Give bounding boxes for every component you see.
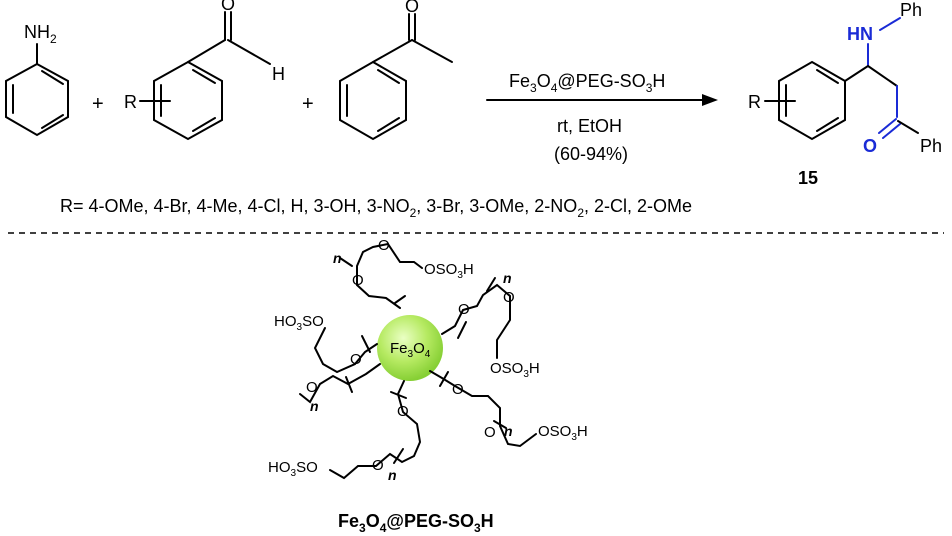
condition-yield: (60-94%) xyxy=(554,144,628,164)
chain1-end: OSO3H xyxy=(424,261,474,281)
aniline: NH2 xyxy=(5,22,69,137)
substituent-list: R= 4-OMe, 4-Br, 4-Me, 4-Cl, H, 3-OH, 3-N… xyxy=(60,196,692,220)
chain5-oxygen-b: O xyxy=(372,457,384,474)
product-phenyl-2: Ph xyxy=(920,136,942,156)
chain4-oxygen: O xyxy=(306,379,318,396)
product-amine-nh: HN xyxy=(847,24,873,44)
aniline-amine-label: NH2 xyxy=(24,22,57,46)
chain6-n: n xyxy=(504,423,513,439)
chain2-oxygen-a: O xyxy=(458,301,470,318)
core-label: Fe3O4 xyxy=(390,340,431,360)
product-carbonyl-o: O xyxy=(863,136,877,156)
reaction-arrow xyxy=(486,94,718,106)
product-phenyl-1: Ph xyxy=(900,0,922,20)
benzaldehyde: O H R xyxy=(124,0,285,141)
magnetic-core-sphere xyxy=(377,315,443,381)
chain1-oxygen-a: O xyxy=(352,272,364,289)
ketone-oxygen: O xyxy=(405,0,419,16)
aldehyde-r-group: R xyxy=(124,92,137,112)
catalyst-label: Fe3O4@PEG-SO3H xyxy=(509,71,665,95)
chain5-oxygen-a: O xyxy=(397,403,409,420)
chain3-oxygen: O xyxy=(350,351,362,368)
condition-solvent: rt, EtOH xyxy=(557,116,622,136)
catalyst-structure: Fe3O4 O O n OSO3H O O n OSO3H O HO3SO O … xyxy=(268,237,588,483)
acetophenone: O xyxy=(339,0,453,141)
chain6-oxygen-a: O xyxy=(452,381,464,398)
chain2-oxygen-b: O xyxy=(503,289,515,306)
chain5-start: HO3SO xyxy=(268,459,318,479)
chain1-oxygen-b: O xyxy=(378,237,390,254)
product-r-group: R xyxy=(748,92,761,112)
chain6-end: OSO3H xyxy=(538,423,588,443)
aldehyde-hydrogen: H xyxy=(272,64,285,84)
chain2-end: OSO3H xyxy=(490,360,540,380)
chain1-n: n xyxy=(333,250,342,266)
catalyst-caption: Fe3O4@PEG-SO3H xyxy=(338,511,494,535)
product-15: R HN Ph O Ph 15 xyxy=(748,0,942,188)
chain2-n: n xyxy=(503,270,512,286)
chain4-n: n xyxy=(310,398,319,414)
plus-sign-2: + xyxy=(302,93,314,115)
chain3-start: HO3SO xyxy=(274,313,324,333)
aldehyde-oxygen: O xyxy=(221,0,235,14)
plus-sign-1: + xyxy=(92,93,104,115)
chain5-n: n xyxy=(388,467,397,483)
chain6-oxygen-b: O xyxy=(484,424,496,441)
product-number: 15 xyxy=(798,168,818,188)
